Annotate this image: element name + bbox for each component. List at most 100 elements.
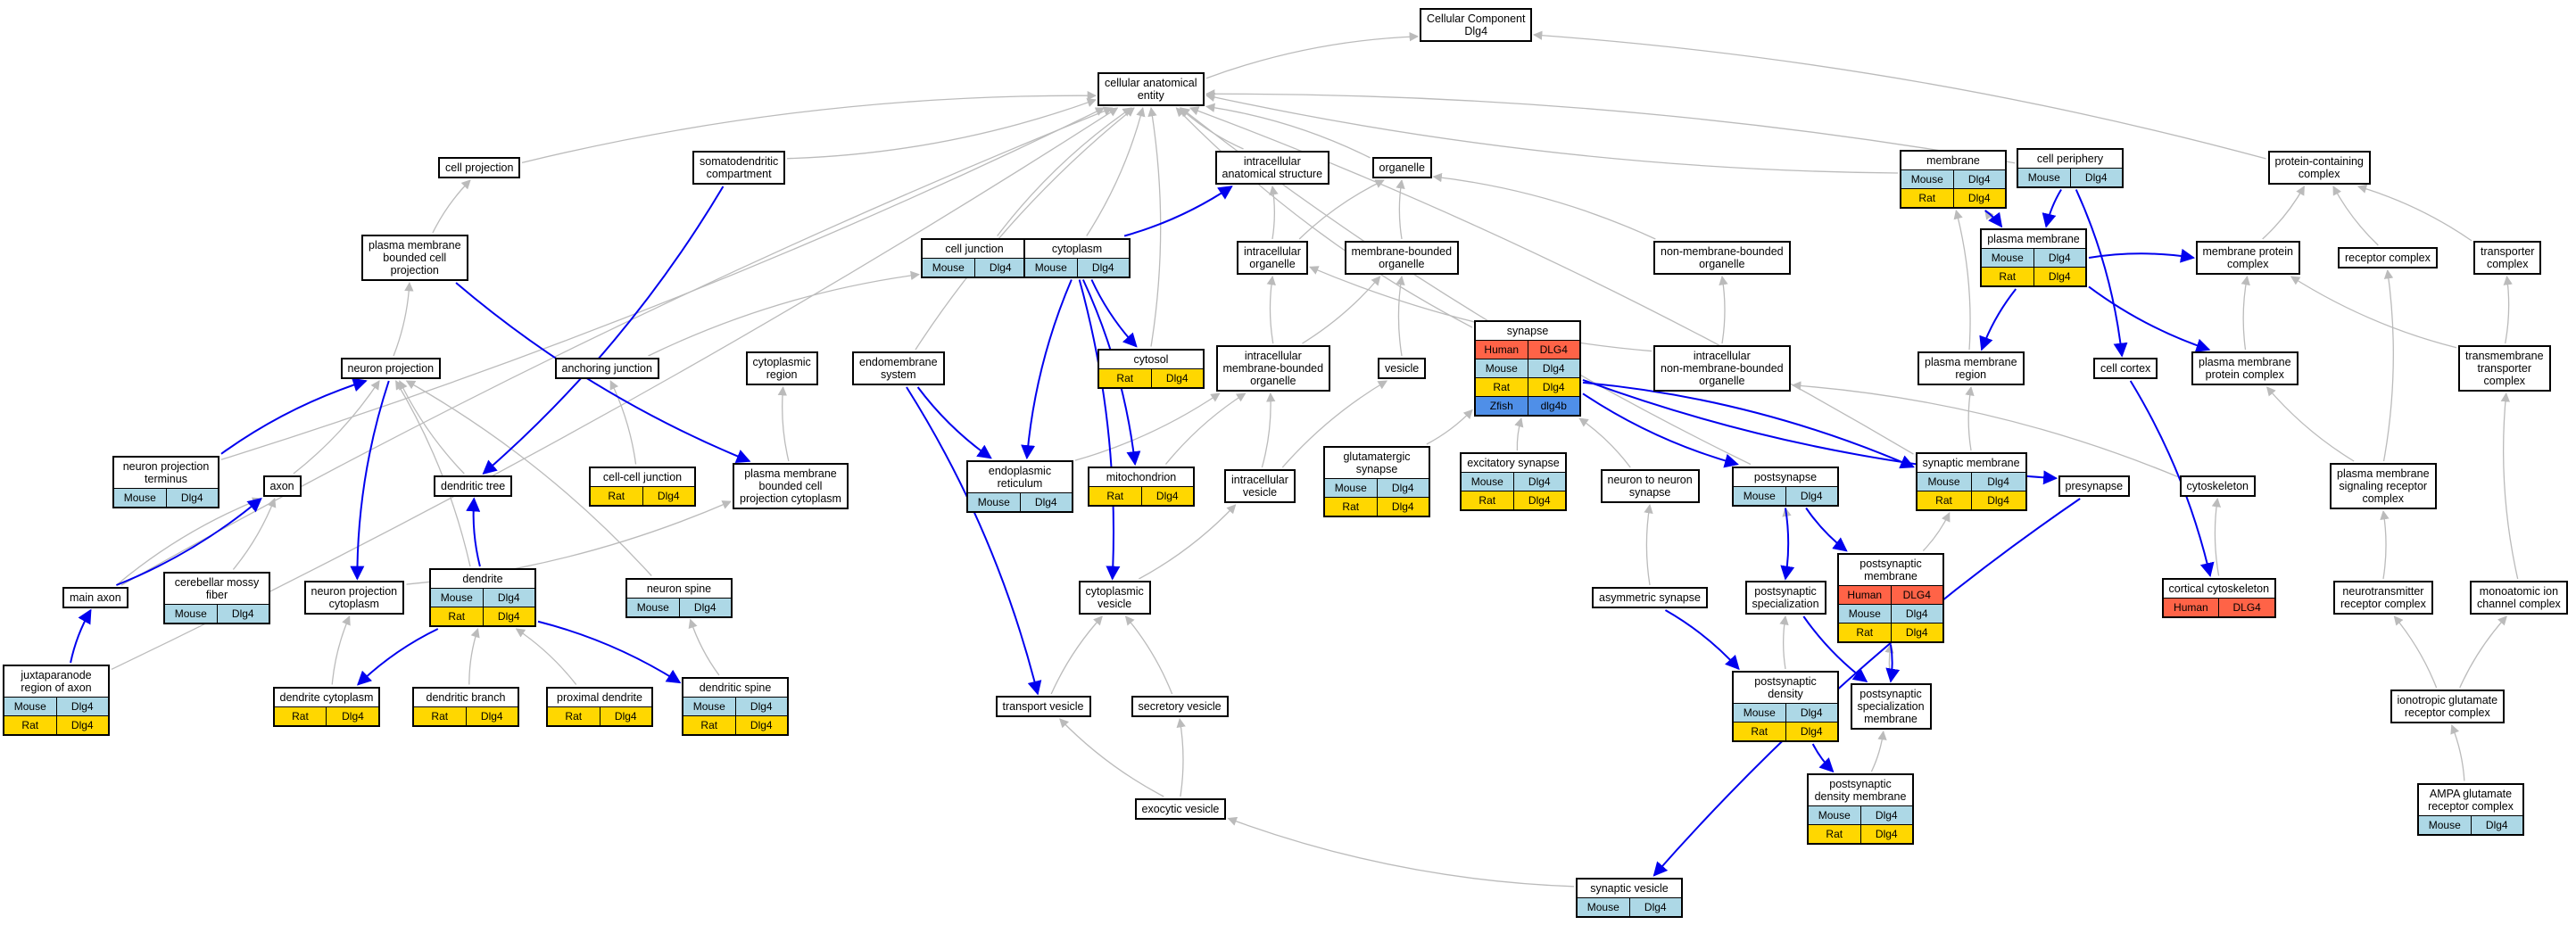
is-a-edge (2357, 184, 2472, 242)
node-vesicle[interactable]: vesicle (1378, 358, 1427, 379)
node-cellproj[interactable]: cell projection (438, 157, 521, 178)
node-nonmem[interactable]: non-membrane-bounded organelle (1653, 241, 1791, 275)
node-pmprotcx[interactable]: plasma membrane protein complex (2191, 351, 2299, 385)
node-title: ionotropic glutamate receptor complex (2397, 694, 2498, 719)
node-title: membrane (1926, 154, 1980, 167)
node-pmsignal[interactable]: plasma membrane signaling receptor compl… (2330, 463, 2437, 509)
node-n2n[interactable]: neuron to neuron synapse (1600, 469, 1700, 503)
node-imbo[interactable]: intracellular membrane-bounded organelle (1215, 345, 1331, 392)
node-title: postsynaptic density (1754, 675, 1817, 700)
node-title: intracellular membrane-bounded organelle (1222, 350, 1324, 387)
is-a-edge (1227, 816, 1575, 888)
gene-cell: Dlg4 (465, 706, 518, 725)
is-a-edge (2262, 186, 2305, 240)
node-cae[interactable]: cellular anatomical entity (1097, 72, 1205, 106)
node-transportves[interactable]: transport vesicle (995, 696, 1091, 717)
node-membounded[interactable]: membrane-bounded organelle (1344, 241, 1460, 275)
node-tmtransporter[interactable]: transmembrane transporter complex (2458, 345, 2551, 392)
is-a-edge (2211, 497, 2222, 576)
node-organelle[interactable]: organelle (1371, 157, 1432, 178)
node-presynapse[interactable]: presynapse (2058, 475, 2131, 497)
is-a-edge (1205, 92, 1899, 174)
node-mainaxon[interactable]: main axon (62, 587, 128, 608)
node-anchoring[interactable]: anchoring junction (554, 358, 659, 379)
node-pmbcpcyto[interactable]: plasma membrane bounded cell projection … (733, 463, 849, 509)
node-title: vesicle (1385, 362, 1420, 375)
node-icvesicle[interactable]: intracellular vesicle (1224, 469, 1296, 503)
part-of-edge (1664, 609, 1740, 671)
node-psspecmem[interactable]: postsynaptic specialization membrane (1850, 683, 1932, 730)
node-cytoregion[interactable]: cytoplasmic region (745, 351, 818, 385)
node-cytoskeleton[interactable]: cytoskeleton (2179, 475, 2256, 497)
is-a-edge (2241, 275, 2250, 351)
node-transportercx[interactable]: transporter complex (2473, 241, 2542, 275)
node-somato[interactable]: somatodendritic compartment (692, 151, 786, 185)
is-a-edge (915, 107, 1135, 351)
node-monoion[interactable]: monoatomic ion channel complex (2470, 581, 2568, 615)
node-psspec[interactable]: postsynaptic specialization (1744, 581, 1826, 615)
node-receptorcx[interactable]: receptor complex (2338, 247, 2438, 268)
node-exocytic[interactable]: exocytic vesicle (1134, 798, 1227, 820)
node-neuronproj[interactable]: neuron projection (340, 358, 442, 379)
node-pmbcp[interactable]: plasma membrane bounded cell projection (361, 235, 468, 281)
node-ias[interactable]: intracellular anatomical structure (1214, 151, 1330, 185)
node-ntreceptor[interactable]: neurotransmitter receptor complex (2333, 581, 2433, 615)
node-asymsyn[interactable]: asymmetric synapse (1592, 587, 1708, 608)
node-inmbo[interactable]: intracellular non-membrane-bounded organ… (1653, 345, 1791, 392)
node-cytovesicle[interactable]: cytoplasmic vesicle (1078, 581, 1151, 615)
node-endomem[interactable]: endomembrane system (852, 351, 945, 385)
node-npcyto[interactable]: neuron projection cytoplasm (303, 581, 405, 615)
node-intraorg[interactable]: intracellular organelle (1237, 241, 1308, 275)
species-cell: Mouse (1982, 249, 2033, 267)
node-title: asymmetric synapse (1599, 591, 1701, 604)
node-axon[interactable]: axon (262, 475, 302, 497)
node-secretoryves[interactable]: secretory vesicle (1131, 696, 1229, 717)
node-cellcortex[interactable]: cell cortex (2093, 358, 2158, 379)
is-a-edge (1050, 615, 1103, 695)
node-memprotcx[interactable]: membrane protein complex (2195, 241, 2300, 275)
is-a-edge (1719, 275, 1728, 344)
node-dendtree[interactable]: dendritic tree (434, 475, 513, 497)
node-root[interactable]: Cellular Component Dlg4 (1420, 8, 1533, 42)
node-ionglut[interactable]: ionotropic glutamate receptor complex (2390, 690, 2506, 723)
node-pmregion[interactable]: plasma membrane region (1918, 351, 2025, 385)
node-protcontain[interactable]: protein-containing complex (2267, 151, 2371, 185)
